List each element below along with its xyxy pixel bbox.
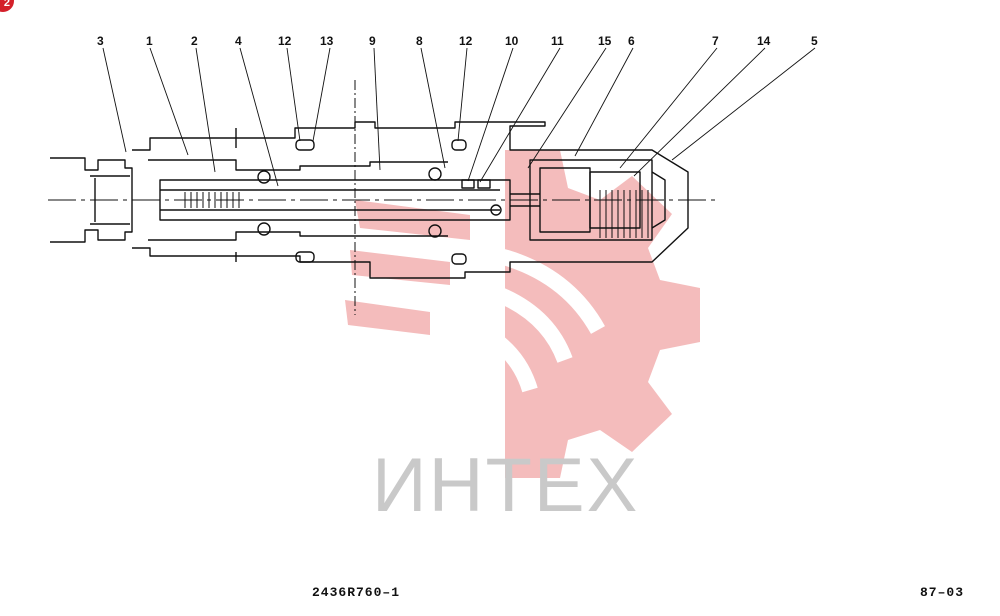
- callout-3: 3: [97, 34, 104, 48]
- drawing-code: 2436R760–1: [312, 585, 401, 600]
- callout-15: 15: [598, 34, 612, 48]
- housing-outer: [132, 121, 689, 279]
- page-number: 87–03: [920, 585, 965, 600]
- callout-9: 9: [369, 34, 376, 48]
- right-spring: [599, 190, 649, 238]
- callout-8: 8: [416, 34, 423, 48]
- left-fitting-inner: [90, 175, 130, 225]
- corner-badge-icon: 2: [0, 0, 14, 12]
- retainer: [589, 171, 641, 229]
- left-fitting: [50, 157, 133, 243]
- callout-13: 13: [320, 34, 334, 48]
- callout-12b: 12: [459, 34, 473, 48]
- watermark-text: ИНТЕХ: [372, 443, 640, 528]
- left-cavity: [148, 159, 448, 241]
- callout-5: 5: [811, 34, 818, 48]
- right-cap: [651, 171, 666, 229]
- callout-10: 10: [505, 34, 519, 48]
- callout-11: 11: [551, 34, 564, 48]
- seals: [257, 139, 502, 265]
- callout-6: 6: [628, 34, 635, 48]
- callout-4: 4: [235, 34, 242, 48]
- callout-2: 2: [191, 34, 198, 48]
- callout-1: 1: [146, 34, 153, 48]
- right-chamber: [529, 159, 653, 241]
- corner-badge-label: 2: [3, 0, 10, 9]
- callout-labels: 3 1 2 4 12 13 9 8 12 10 11 15 6 7 14 5: [97, 34, 818, 48]
- callout-7: 7: [712, 34, 719, 48]
- leader-lines: [102, 47, 816, 187]
- plunger-rod: [510, 193, 540, 207]
- callout-14: 14: [757, 34, 771, 48]
- gear-logo-icon: [345, 150, 700, 478]
- left-spring: [184, 192, 240, 208]
- spool: [159, 179, 511, 221]
- callout-12a: 12: [278, 34, 292, 48]
